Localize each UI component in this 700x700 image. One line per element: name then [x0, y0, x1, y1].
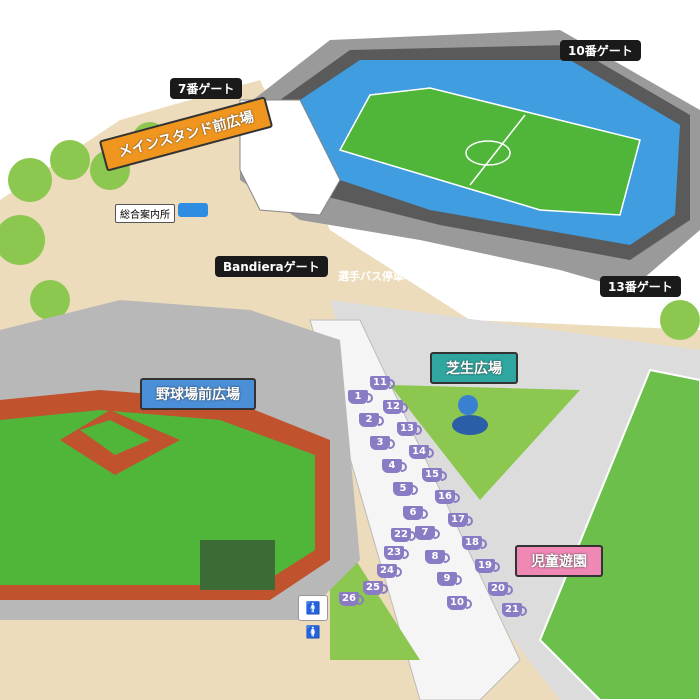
lawn-plaza-banner: 芝生広場 [430, 352, 518, 384]
stall-26: 26 [339, 592, 364, 606]
stall-15: 15 [422, 468, 447, 482]
tennis-courts [538, 368, 700, 700]
stall-8: 8 [425, 550, 450, 564]
lawn [390, 385, 580, 500]
stall-24: 24 [377, 564, 402, 578]
stall-2: 2 [359, 413, 384, 427]
baseball-stadium [0, 300, 360, 620]
stall-12: 12 [383, 400, 408, 414]
stall-17: 17 [448, 513, 473, 527]
stall-3: 3 [370, 436, 395, 450]
trees [0, 122, 700, 340]
stall-13: 13 [397, 422, 422, 436]
stall-5: 5 [393, 482, 418, 496]
stall-25: 25 [363, 581, 388, 595]
gate-7-label: 7番ゲート [170, 78, 243, 99]
info-desk-label: 総合案内所 [115, 204, 175, 223]
stall-14: 14 [409, 445, 434, 459]
stall-6: 6 [403, 506, 428, 520]
stall-21: 21 [502, 603, 527, 617]
stall-18: 18 [462, 536, 487, 550]
bandiera-gate-label: Bandieraゲート [215, 256, 328, 277]
bus-icon [178, 203, 208, 217]
stall-9: 9 [437, 572, 462, 586]
stall-10: 10 [447, 596, 472, 610]
playground-banner: 児童遊園 [515, 545, 603, 577]
stall-4: 4 [382, 459, 407, 473]
stall-7: 7 [415, 526, 440, 540]
gate-13-label: 13番ゲート [600, 276, 681, 297]
stall-20: 20 [488, 582, 513, 596]
pitch [338, 87, 641, 216]
stall-23: 23 [384, 546, 409, 560]
gate-10-label: 10番ゲート [560, 40, 641, 61]
stall-16: 16 [435, 490, 460, 504]
stall-11: 11 [370, 376, 395, 390]
stall-22: 22 [391, 528, 416, 542]
bus-stop-label: 選手バス停車場所 [338, 270, 426, 283]
stall-1: 1 [348, 390, 373, 404]
toilet-icon: 🚹🚺 [298, 595, 328, 639]
stadium [239, 30, 700, 290]
baseball-plaza-banner: 野球場前広場 [140, 378, 256, 410]
mascot [452, 395, 488, 435]
stall-19: 19 [475, 559, 500, 573]
